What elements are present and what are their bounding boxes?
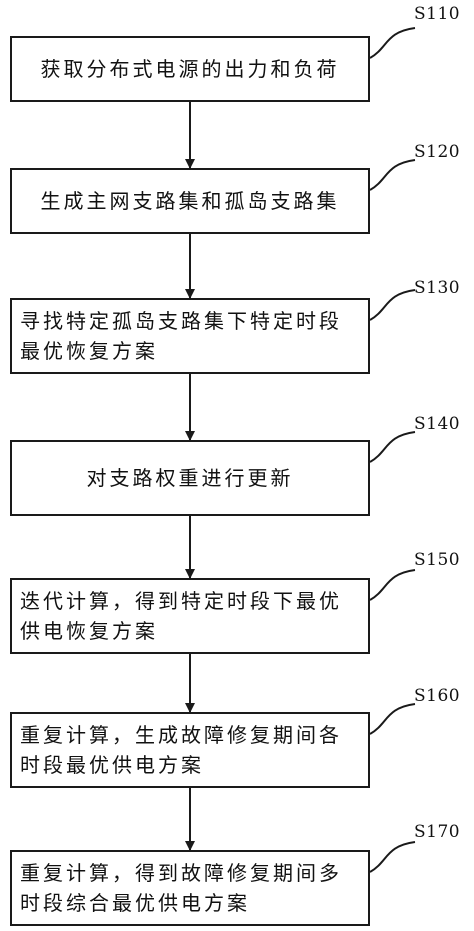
step-text-s120: 生成主网支路集和孤岛支路集	[40, 189, 340, 213]
step-text-s170: 重复计算，得到故障修复期间多时段综合最优供电方案	[20, 861, 342, 915]
step-label-s160: S160	[414, 686, 461, 706]
step-text-s150: 迭代计算，得到特定时段下最优供电恢复方案	[20, 589, 342, 643]
step-text-s130: 寻找特定孤岛支路集下特定时段最优恢复方案	[20, 309, 342, 363]
step-box-s160: 重复计算，生成故障修复期间各时段最优供电方案	[10, 712, 370, 788]
label-leader-3	[369, 289, 416, 321]
label-leader-6	[369, 703, 416, 735]
step-text-s160: 重复计算，生成故障修复期间各时段最优供电方案	[20, 723, 342, 777]
step-label-s140: S140	[414, 414, 461, 434]
step-box-s120: 生成主网支路集和孤岛支路集	[10, 168, 370, 234]
step-label-s150: S150	[414, 550, 461, 570]
step-label-s130: S130	[414, 278, 461, 298]
label-leader-5	[369, 569, 416, 601]
step-text-s110: 获取分布式电源的出力和负荷	[40, 57, 340, 81]
step-box-s170: 重复计算，得到故障修复期间多时段综合最优供电方案	[10, 850, 370, 926]
step-box-s110: 获取分布式电源的出力和负荷	[10, 36, 370, 102]
label-leader-1	[369, 27, 416, 59]
step-label-s120: S120	[414, 142, 461, 162]
label-leader-2	[369, 159, 416, 191]
step-label-s170: S170	[414, 822, 461, 842]
step-box-s150: 迭代计算，得到特定时段下最优供电恢复方案	[10, 578, 370, 654]
step-box-s140: 对支路权重进行更新	[10, 440, 370, 516]
step-text-s140: 对支路权重进行更新	[86, 466, 294, 490]
label-leader-4	[369, 431, 416, 463]
label-leader-7	[369, 841, 416, 873]
step-label-s110: S110	[414, 4, 461, 24]
step-box-s130: 寻找特定孤岛支路集下特定时段最优恢复方案	[10, 298, 370, 374]
